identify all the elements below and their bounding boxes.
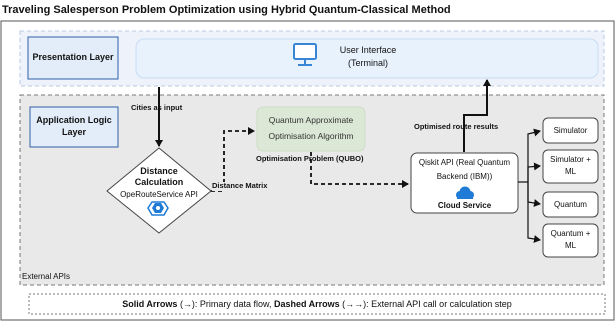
arrow-qubo	[310, 152, 409, 188]
legend-box	[28, 293, 606, 315]
qaoa-title-2: Optimisation Algorithm	[268, 131, 354, 141]
qiskit-box	[410, 152, 519, 214]
arrow-optimised-route	[463, 79, 491, 152]
edge-label-qubo: Optimisation Problem (QUBO)	[256, 154, 364, 163]
application-label-box	[29, 106, 119, 148]
application-layer-label-1: Application Logic	[36, 115, 112, 125]
legend-dashed-label: Dashed Arrows	[273, 299, 340, 309]
backend-quantum-ml-label-1: Quantum +	[550, 229, 591, 238]
backend-box-simulator	[542, 117, 599, 144]
cloud-function-icon	[147, 201, 169, 216]
backend-quantum-label: Quantum	[554, 200, 587, 209]
qiskit-title-1: Qiskit API (Real Quantum	[418, 158, 511, 167]
diagram-title: Traveling Salesperson Problem Optimizati…	[2, 4, 451, 16]
application-layer-label-2: Layer	[61, 127, 87, 137]
user-interface-title: User Interface	[339, 45, 397, 55]
backend-fanout-arrows	[518, 128, 541, 243]
qiskit-service-label: Cloud Service	[437, 201, 492, 210]
legend-solid-desc: (→): Primary data flow,	[177, 299, 274, 309]
edge-label-cities: Cities as input	[131, 103, 183, 112]
legend-dashed-desc: (→→): External API call or calculation s…	[339, 299, 512, 309]
external-apis-label: External APIs	[22, 272, 71, 281]
backend-box-simulator-ml	[542, 149, 599, 184]
cloud-icon	[456, 186, 474, 199]
edge-label-distance-matrix: Distance Matrix	[212, 181, 268, 191]
legend-text: Solid Arrows (→): Primary data flow, Das…	[29, 299, 605, 309]
distance-diamond	[106, 147, 212, 234]
user-interface-subtitle: (Terminal)	[347, 58, 388, 68]
backend-box-quantum	[542, 191, 599, 218]
distance-title-2: Calculation	[134, 177, 184, 187]
user-interface-box	[135, 38, 599, 79]
backend-box-quantum-ml	[542, 223, 599, 258]
monitor-icon	[293, 43, 317, 66]
backend-simulator-label: Simulator	[553, 126, 588, 135]
qiskit-title-2: Backend (IBM))	[436, 172, 493, 181]
edge-label-optimised-route: Optimised route results	[414, 122, 499, 131]
backend-quantum-ml-label-2: ML	[564, 241, 577, 250]
qaoa-box	[256, 106, 366, 152]
arrow-distance-matrix	[211, 127, 255, 192]
distance-title-1: Distance	[140, 166, 178, 176]
distance-api-label: OpeRouteService API	[120, 190, 198, 199]
presentation-layer-label: Presentation Layer	[32, 52, 114, 62]
presentation-label-box	[27, 36, 119, 80]
backend-simulator-ml-label-1: Simulator +	[550, 155, 591, 164]
qaoa-title-1: Quantum Approximate	[268, 115, 354, 125]
backend-simulator-ml-label-2: ML	[564, 167, 577, 176]
legend-solid-label: Solid Arrows	[122, 299, 178, 309]
